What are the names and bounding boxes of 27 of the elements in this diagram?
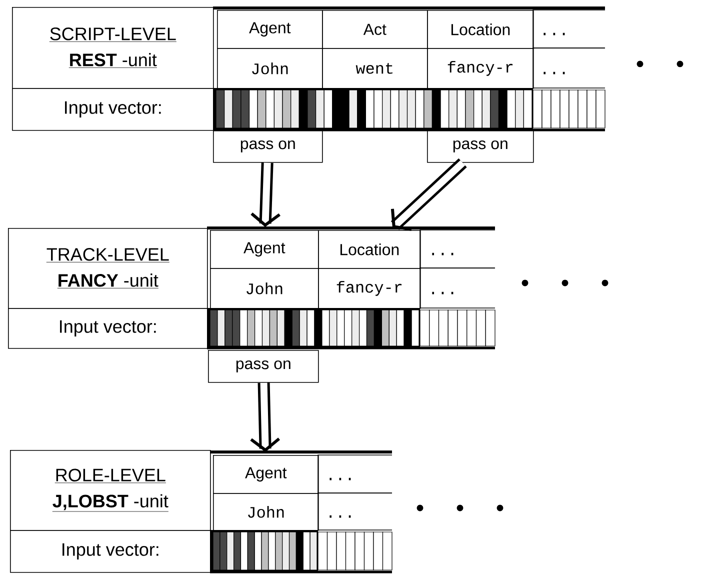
- double-arrow: [250, 382, 280, 452]
- pass-on-box: pass on: [208, 350, 319, 383]
- unit-label-box: SCRIPT-LEVEL REST -unit: [12, 7, 214, 89]
- table-cell: ...: [318, 454, 392, 494]
- unit-label-box: TRACK-LEVEL FANCY -unit: [8, 228, 208, 309]
- input-vector-bar: [210, 530, 392, 574]
- double-arrow: [250, 162, 280, 227]
- pass-on-box: pass on: [213, 130, 323, 163]
- input-vector-label: Input vector:: [10, 530, 211, 573]
- pass-on-box: pass on: [427, 130, 534, 163]
- table-header-cell: Location: [318, 230, 421, 269]
- unit-label-box: ROLE-LEVEL J,LOBST -unit: [10, 450, 211, 531]
- table-header-cell: Agent: [213, 455, 319, 494]
- table-cell: ...: [532, 48, 606, 88]
- input-vector-bar: [213, 88, 606, 132]
- table-cell: ...: [420, 268, 496, 308]
- input-vector-label: Input vector:: [12, 88, 214, 131]
- double-arrow: [390, 158, 467, 231]
- table-header-cell: Act: [322, 10, 428, 49]
- table-header-cell: Agent: [210, 230, 319, 269]
- table-header-cell: Location: [427, 10, 534, 49]
- table-cell: ...: [318, 492, 392, 530]
- input-vector-label: Input vector:: [8, 308, 208, 349]
- table-cell: ...: [420, 230, 496, 268]
- table-header-cell: Agent: [217, 10, 323, 49]
- input-vector-bar: [207, 308, 496, 350]
- table-cell: ...: [532, 10, 606, 48]
